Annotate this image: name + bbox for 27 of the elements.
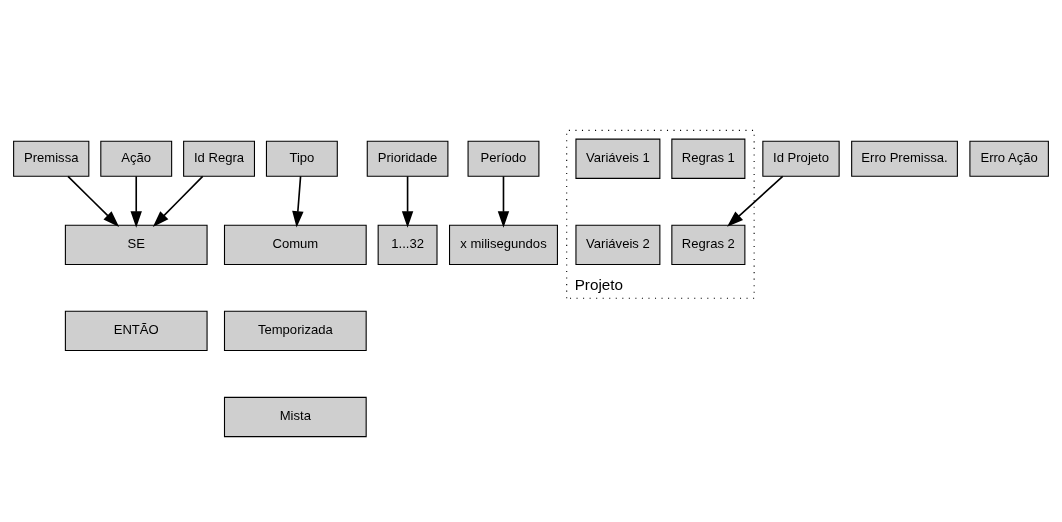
node-box: Regras 1: [671, 138, 746, 179]
node-box: Temporizada: [223, 310, 367, 352]
arrow: [152, 175, 204, 227]
node-box: Tipo: [265, 140, 338, 177]
node-box: ENTÃO: [64, 310, 208, 352]
arrow: [401, 175, 414, 228]
arrow: [292, 175, 304, 228]
node-box: Erro Ação: [969, 140, 1049, 177]
node-box: Comum: [223, 224, 367, 265]
node-box: Variáveis 2: [575, 224, 661, 265]
arrow: [67, 175, 120, 227]
node-box: 1...32: [377, 224, 438, 265]
node-box: Prioridade: [366, 140, 449, 177]
node-box: Id Projeto: [762, 140, 840, 177]
node-box: Período: [467, 140, 540, 177]
node-box: Ação: [100, 140, 173, 177]
arrow: [727, 175, 784, 227]
node-box: x milisegundos: [449, 224, 558, 265]
node-box: Id Regra: [183, 140, 255, 177]
node-box: Regras 2: [671, 224, 746, 265]
arrow: [130, 175, 142, 228]
node-box: Premissa: [13, 140, 90, 177]
node-box: Erro Premissa.: [851, 140, 958, 177]
arrow: [497, 175, 510, 228]
node-box: Variáveis 1: [575, 138, 661, 179]
node-box: Mista: [223, 396, 367, 438]
node-box: SE: [64, 224, 208, 265]
